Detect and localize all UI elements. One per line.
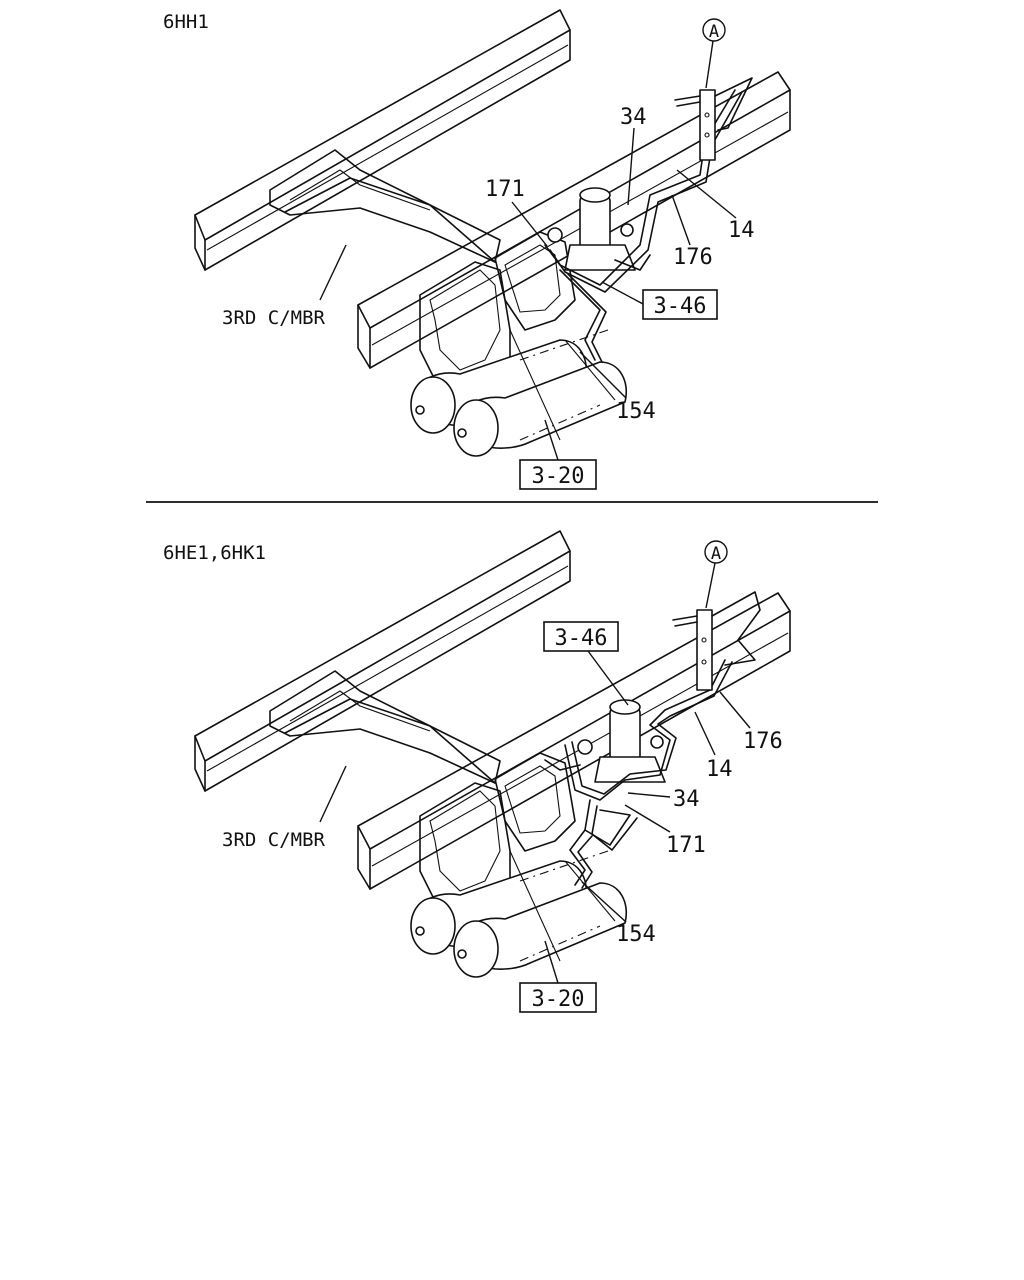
top-member-label: 3RD C/MBR bbox=[222, 307, 326, 329]
bottom-bracket-a bbox=[672, 591, 761, 691]
bottom-piping bbox=[544, 659, 733, 889]
top-ref-3-46-box bbox=[642, 289, 718, 320]
bottom-variant-label: 6HE1,6HK1 bbox=[163, 542, 266, 564]
top-variant-label: 6HH1 bbox=[163, 11, 209, 33]
bottom-part-34: 34 bbox=[673, 787, 700, 812]
bottom-ref-3-20: 3-20 bbox=[532, 987, 585, 1012]
top-ref-3-20-box bbox=[519, 459, 597, 490]
bottom-ref-3-20-box bbox=[519, 982, 597, 1013]
top-view: 6HH1 A 34 171 14 176 bbox=[163, 9, 791, 490]
bottom-part-176: 176 bbox=[743, 729, 783, 754]
bottom-part-14: 14 bbox=[706, 757, 733, 782]
bottom-member-label: 3RD C/MBR bbox=[222, 829, 326, 851]
bottom-callout-a-circle bbox=[704, 540, 728, 564]
bottom-ref-3-46: 3-46 bbox=[555, 626, 608, 651]
top-part-176: 176 bbox=[673, 245, 713, 270]
bottom-view: 6HE1,6HK1 A 34 171 bbox=[163, 530, 791, 1013]
bottom-part-154: 154 bbox=[616, 922, 656, 947]
top-part-14: 14 bbox=[728, 218, 755, 243]
bottom-ref-3-46-box bbox=[543, 621, 619, 652]
bottom-valve-drawing bbox=[577, 699, 666, 783]
top-part-171: 171 bbox=[485, 177, 525, 202]
top-callout-a-circle bbox=[702, 18, 726, 42]
top-part-154: 154 bbox=[616, 399, 656, 424]
bottom-chassis-drawing bbox=[194, 530, 791, 978]
top-chassis-drawing bbox=[194, 9, 791, 457]
top-ref-3-20: 3-20 bbox=[532, 464, 585, 489]
top-ref-3-46: 3-46 bbox=[654, 294, 707, 319]
top-bracket-a bbox=[674, 77, 753, 161]
bottom-callout-a: A bbox=[711, 544, 721, 564]
bottom-part-171: 171 bbox=[666, 833, 706, 858]
top-callout-a: A bbox=[709, 22, 719, 42]
top-valve-drawing bbox=[547, 187, 636, 271]
top-part-34: 34 bbox=[620, 105, 647, 130]
